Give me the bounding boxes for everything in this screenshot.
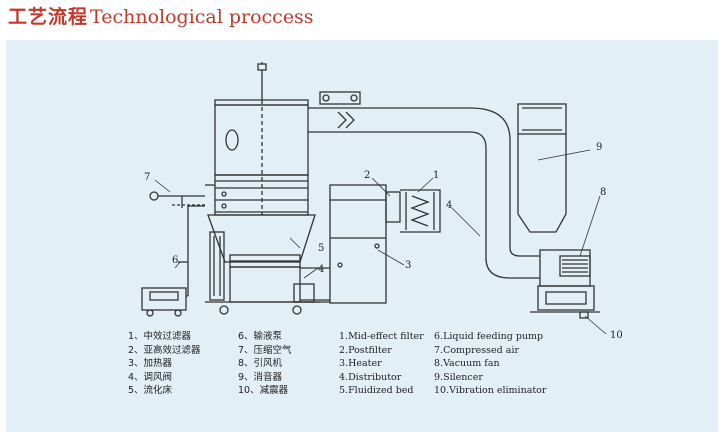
legend-zh-col2: 6、输液泵 7、压缩空气 8、引风机 9、消音器 10、减震器	[238, 330, 292, 398]
legend-item: 7、压缩空气	[238, 344, 292, 356]
callout-4-bed: 4	[318, 264, 324, 275]
legend-zh-col1: 1、中效过滤器 2、亚高效过滤器 3、加热器 4、调风阀 5、流化床	[128, 330, 201, 398]
legend-item: 8.Vacuum fan	[434, 358, 500, 370]
callout-4-distributor: 4	[446, 200, 452, 211]
callout-7: 7	[144, 172, 150, 183]
legend-item: 4.Distributor	[339, 371, 402, 383]
legend-item: 9、消音器	[238, 371, 283, 383]
liquid-feeding-pump	[141, 205, 205, 317]
fluidized-bed-tower	[205, 62, 320, 315]
legend-item: 10.Vibration eliminator	[434, 385, 547, 397]
legend-item: 8、引风机	[238, 358, 283, 370]
legend-item: 1、中效过滤器	[128, 331, 192, 342]
title-english: Technological proccess	[90, 6, 314, 28]
callout-9: 9	[596, 142, 602, 153]
legend-item: 3、加热器	[128, 358, 173, 370]
legend-en-col2: 6.Liquid feeding pump 7.Compressed air 8…	[434, 330, 546, 398]
legend-item: 5.Fluidized bed	[339, 385, 414, 397]
legend-item: 7.Compressed air	[434, 344, 520, 356]
legend-en-col1: 1.Mid-effect filter 2.Postfilter 3.Heate…	[339, 330, 424, 398]
diagram-panel	[6, 40, 718, 432]
legend-item: 2.Postfilter	[339, 344, 392, 356]
callout-6: 6	[172, 255, 178, 266]
heater-cabinet	[293, 184, 441, 304]
callout-labels: 1 2 3 4 4 5 6 7 8 9 10	[144, 142, 623, 341]
leader-lines	[154, 149, 607, 335]
callout-10: 10	[610, 330, 623, 341]
legend-item: 4、调风阀	[128, 371, 173, 383]
legend-item: 10、减震器	[238, 385, 289, 397]
silencer	[485, 103, 567, 279]
callout-1: 1	[433, 170, 439, 181]
page-title: 工艺流程 Technological proccess	[8, 2, 314, 30]
vacuum-fan	[530, 249, 600, 319]
legend-item: 6、输液泵	[238, 331, 283, 342]
title-chinese: 工艺流程	[8, 6, 89, 28]
callout-3: 3	[405, 260, 411, 271]
legend-item: 1.Mid-effect filter	[339, 331, 424, 342]
callout-8: 8	[600, 187, 606, 198]
callout-5: 5	[318, 243, 324, 254]
exhaust-duct	[308, 91, 511, 230]
legend-item: 5、流化床	[128, 385, 173, 397]
callout-2: 2	[364, 170, 370, 181]
legend-item: 2、亚高效过滤器	[128, 344, 201, 356]
compressed-air-line	[149, 191, 205, 208]
legend-item: 3.Heater	[339, 358, 382, 370]
legend-item: 6.Liquid feeding pump	[434, 331, 544, 342]
legend-item: 9.Silencer	[434, 371, 483, 383]
